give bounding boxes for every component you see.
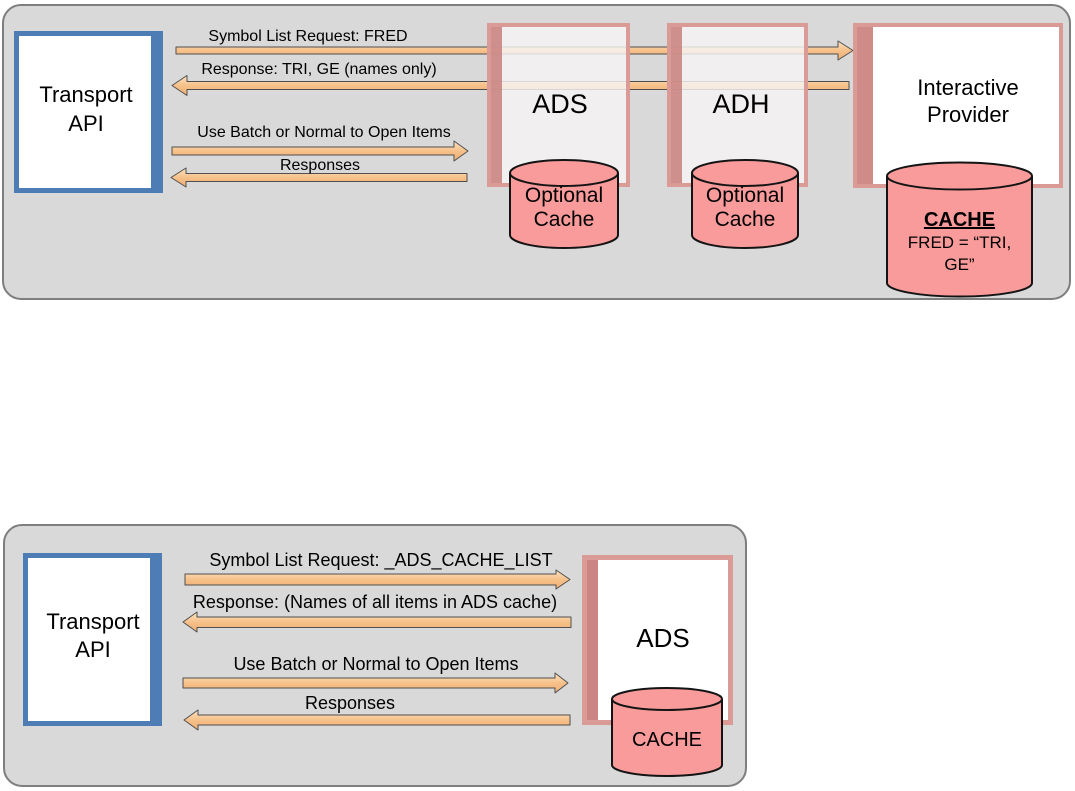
transport-api-box-bottom: [23, 553, 162, 726]
arrow-right-symbol-list-request-bottom: [184, 569, 571, 590]
provider-cache-line2: GE”: [944, 255, 975, 274]
message-label-responses-bottom: Responses: [304, 693, 396, 713]
ads-optional-cache-label: Optional Cache: [509, 184, 619, 232]
message-label-response-bottom: Response: (Names of all items in ADS cac…: [192, 592, 558, 612]
transport-api-title-top: Transport API: [19, 80, 153, 138]
provider-cache-label: CACHE FRED = “TRI, GE”: [888, 208, 1031, 276]
transport-line2: API: [75, 637, 111, 662]
ads-box-top-sidebar: [491, 27, 502, 183]
transport-api-title-bottom: Transport API: [28, 608, 158, 664]
adh-optional-cache-cylinder: [691, 159, 799, 249]
arrow-right-use-batch-bottom: [182, 672, 569, 694]
provider-cache-line1: FRED = “TRI,: [907, 233, 1012, 252]
interactive-provider-box-sidebar: [857, 27, 873, 184]
optional-cache-line2: Cache: [533, 208, 595, 231]
transport-line1: Transport: [39, 82, 133, 107]
transport-api-box-top: [14, 31, 163, 193]
interactive-provider-box: [853, 23, 1063, 188]
message-label-response-top: Response: TRI, GE (names only): [201, 61, 437, 78]
provider-line1: Interactive: [917, 75, 1019, 100]
adh-title-top: ADH: [712, 89, 770, 119]
optional-cache-line1: Optional: [705, 184, 785, 207]
ads-title-bottom: ADS: [636, 623, 690, 653]
message-label-symbol-list-request-top: Symbol List Request: FRED: [208, 28, 408, 45]
ads-cache-cylinder-bottom: [611, 687, 723, 777]
arrow-left-response-bottom: [182, 611, 572, 633]
interactive-provider-title: Interactive Provider: [873, 74, 1063, 128]
transport-line2: API: [68, 111, 104, 136]
message-label-use-batch-bottom: Use Batch or Normal to Open Items: [233, 654, 519, 674]
arrow-left-responses-bottom: [183, 709, 571, 731]
adh-box-top-sidebar: [671, 27, 682, 183]
message-label-symbol-list-request-bottom: Symbol List Request: _ADS_CACHE_LIST: [209, 550, 553, 570]
ads-optional-cache-cylinder: [509, 159, 619, 249]
provider-cache-cylinder: [886, 161, 1033, 298]
optional-cache-line1: Optional: [524, 184, 604, 207]
message-label-responses-top: Responses: [279, 157, 361, 174]
ads-cache-label-bottom: CACHE: [631, 729, 702, 751]
ads-title-top: ADS: [532, 89, 588, 119]
provider-cache-title: CACHE: [923, 209, 996, 231]
optional-cache-line2: Cache: [714, 208, 776, 231]
arrow-left-responses-top: [170, 167, 468, 188]
ads-box-bottom-sidebar: [587, 560, 598, 720]
adh-optional-cache-label: Optional Cache: [690, 184, 800, 232]
provider-line2: Provider: [927, 102, 1009, 127]
arrow-right-use-batch-top: [171, 140, 469, 162]
message-label-use-batch-top: Use Batch or Normal to Open Items: [197, 124, 451, 141]
transport-line1: Transport: [46, 609, 140, 634]
